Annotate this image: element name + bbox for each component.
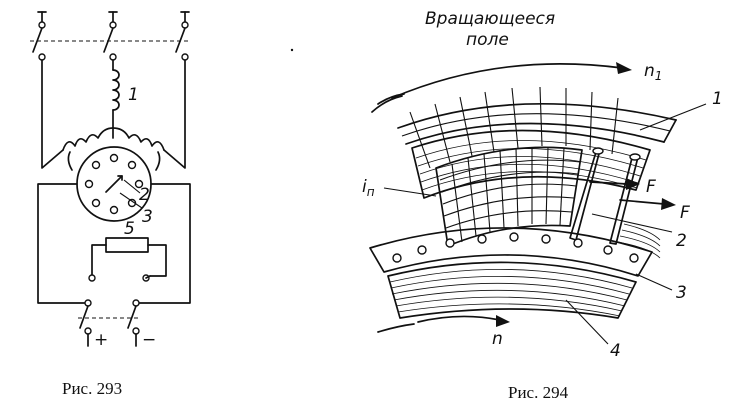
rotor-end-ring <box>369 227 653 277</box>
label-n1: n1 <box>644 61 662 83</box>
field-rotation-arrow <box>371 62 632 113</box>
stator-winding-strands <box>409 86 619 169</box>
label-1: 1 <box>128 85 139 105</box>
resistor-5 <box>105 237 149 253</box>
stray-dot <box>290 48 294 52</box>
rotor-rotation-arrow <box>377 315 510 333</box>
supply-terminals <box>37 11 190 29</box>
label-i-p: iп <box>362 177 375 199</box>
label-294-3: 3 <box>676 283 687 303</box>
label-F-2: F <box>680 203 690 223</box>
label-n: n <box>492 329 503 349</box>
force-arrows <box>589 178 676 210</box>
stator-windings <box>62 127 165 171</box>
rotor-circle <box>76 146 152 222</box>
stator-laminations-right <box>617 223 661 259</box>
label-5: 5 <box>124 219 135 239</box>
coil-1 <box>112 69 120 111</box>
title-rotating-field-line2: поле <box>466 30 509 50</box>
label-plus: + <box>94 330 108 350</box>
stator-core <box>411 129 651 199</box>
three-pole-switch <box>30 27 190 61</box>
label-294-2: 2 <box>676 231 687 251</box>
figure-294-motor: Вращающееся поле n1 <box>362 9 723 402</box>
dc-circuit: 5 <box>37 183 191 347</box>
label-294-4: 4 <box>610 341 621 361</box>
rotor-laminations <box>387 261 637 319</box>
label-294-1: 1 <box>712 89 723 109</box>
rotor-conductor-block <box>435 146 583 247</box>
stator-yoke <box>397 102 677 145</box>
part-leaders <box>565 103 707 345</box>
figure-293-schematic: 1 2 3 <box>30 11 191 398</box>
label-F-1: F <box>646 177 656 197</box>
label-3: 3 <box>142 207 153 227</box>
caption-fig-294: Рис. 294 <box>508 383 569 402</box>
title-rotating-field-line1: Вращающееся <box>425 9 555 29</box>
label-minus: − <box>142 330 156 350</box>
caption-fig-293: Рис. 293 <box>62 379 122 398</box>
label-2: 2 <box>139 185 150 205</box>
